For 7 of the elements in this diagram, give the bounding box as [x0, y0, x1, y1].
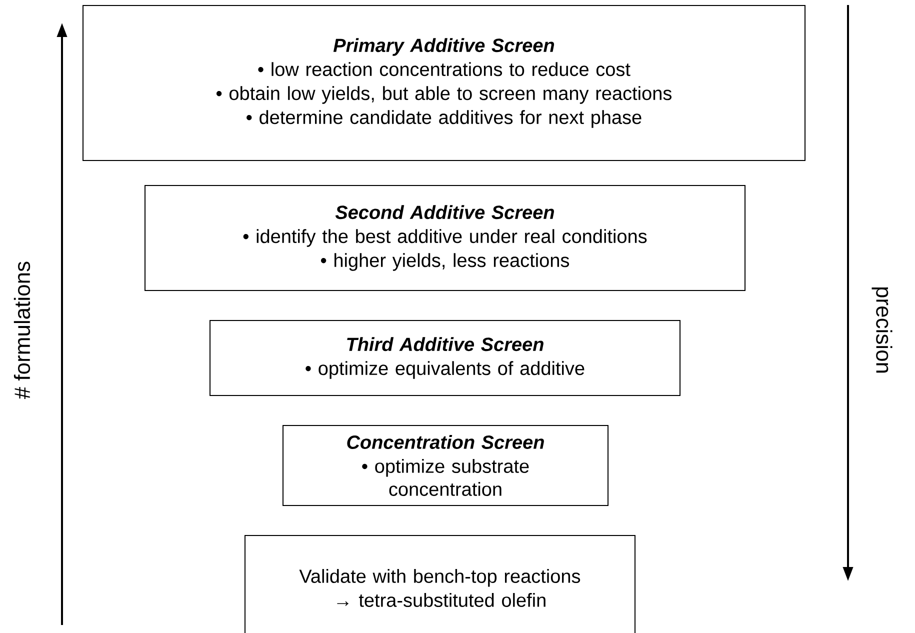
screen-box: Concentration Screen • optimize substrate concentration: [282, 425, 608, 506]
screen-box: Third Additive Screen • optimize equivalents of additive: [210, 320, 680, 396]
axis-label: precision: [872, 287, 892, 373]
axis-label: # formulations: [14, 262, 30, 399]
screen-box: Second Additive Screen • identify the best additive under real conditions • higher yields, less reactions: [144, 185, 746, 291]
screen-box: Primary Additive Screen • low reaction concentrations to reduce cost • obtain low yields, but able to screen many reactions • determine candidate additives for next phase: [82, 5, 806, 161]
screen-box: Validate with bench-top reactions → tetra-substituted olefin: [244, 535, 636, 633]
